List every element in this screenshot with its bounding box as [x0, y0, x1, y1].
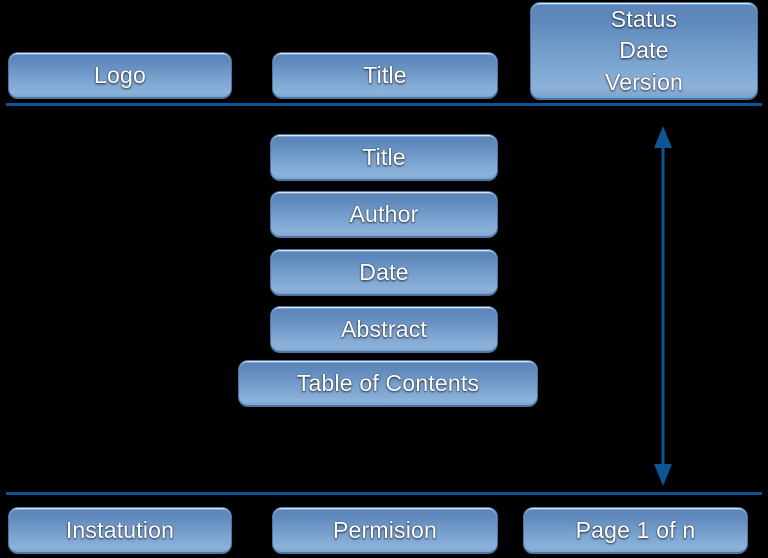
header-logo-box[interactable]: Logo [8, 52, 232, 99]
footer-permission-box[interactable]: Permision [272, 507, 498, 554]
body-block-table-of-contents[interactable]: Table of Contents [238, 360, 538, 407]
arrow-head-down [654, 464, 672, 486]
body-block-abstract[interactable]: Abstract [270, 306, 498, 353]
body-block-title-label: Title [362, 143, 406, 170]
footer-institution-box[interactable]: Instatution [8, 507, 232, 554]
header-title-box[interactable]: Title [272, 52, 498, 99]
footer-page-number-box[interactable]: Page 1 of n [523, 507, 748, 554]
header-divider-line [6, 103, 762, 106]
double-arrow-icon [654, 126, 672, 486]
footer-permission-label: Permision [332, 516, 438, 543]
header-logo-label: Logo [94, 61, 146, 88]
body-block-abstract-label: Abstract [341, 315, 427, 342]
header-status-box[interactable]: Status Date Version [530, 2, 758, 100]
vertical-extent-arrow [645, 126, 681, 486]
body-block-author[interactable]: Author [270, 191, 498, 238]
footer-divider-line [6, 492, 762, 495]
body-block-title[interactable]: Title [270, 134, 498, 181]
header-title-label: Title [363, 61, 407, 88]
arrow-head-up [654, 126, 672, 148]
body-block-author-label: Author [349, 200, 419, 227]
body-block-date-label: Date [359, 258, 409, 285]
body-block-date[interactable]: Date [270, 249, 498, 296]
footer-page-number-label: Page 1 of n [575, 516, 696, 543]
header-status-label: Status Date Version [604, 6, 684, 95]
body-block-table-of-contents-label: Table of Contents [296, 369, 480, 396]
footer-institution-label: Instatution [65, 516, 175, 543]
